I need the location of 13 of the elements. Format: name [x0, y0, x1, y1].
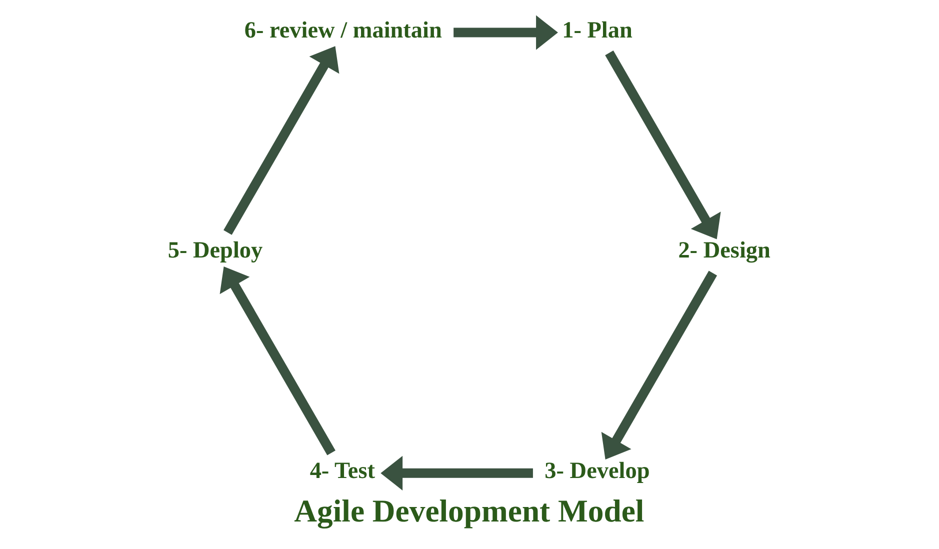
- node-text: 1- Plan: [562, 17, 632, 44]
- node-text: 5- Deploy: [168, 238, 263, 264]
- arrow: [601, 270, 718, 460]
- arrow: [380, 456, 533, 490]
- arrow: [605, 50, 721, 240]
- node-text: 3- Develop: [544, 458, 650, 484]
- node-text: 2- Design: [678, 238, 770, 264]
- arrow: [454, 15, 558, 50]
- node-text: 4- Test: [310, 458, 375, 484]
- node-text: 6- review / maintain: [244, 17, 442, 44]
- diagram-title: Agile Development Model: [294, 494, 644, 529]
- arrow: [224, 46, 340, 235]
- arrow: [220, 266, 336, 456]
